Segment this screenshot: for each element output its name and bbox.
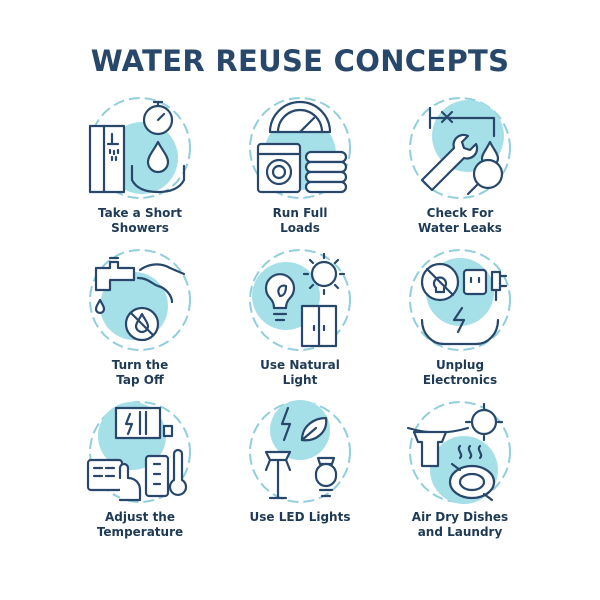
led-lights-icon	[249, 400, 351, 503]
thermostat-icon	[86, 401, 191, 503]
concept-card-natural-light: Use Natural Light	[220, 244, 380, 396]
concepts-grid: Take a Short Showers Run Full Loads	[60, 92, 540, 562]
concept-label: Adjust the Temperature	[96, 510, 184, 539]
concept-card-led-lights: Use LED Lights	[220, 396, 380, 548]
concept-card-short-showers: Take a Short Showers	[60, 92, 220, 244]
concept-label: Check For Water Leaks	[418, 206, 502, 235]
tap-off-icon	[89, 249, 191, 351]
concept-card-unplug: Unplug Electronics	[380, 244, 540, 396]
washing-machine-icon	[249, 97, 351, 199]
concept-label: Take a Short Showers	[97, 206, 183, 235]
concept-label: Air Dry Dishes and Laundry	[411, 510, 509, 539]
concept-card-water-leaks: Check For Water Leaks	[380, 92, 540, 244]
unplug-icon	[409, 249, 511, 351]
concept-card-air-dry: Air Dry Dishes and Laundry	[380, 396, 540, 548]
concept-card-temperature: Adjust the Temperature	[60, 396, 220, 548]
concept-label: Unplug Electronics	[422, 358, 498, 387]
shower-timer-icon	[88, 97, 191, 199]
air-dry-icon	[406, 401, 511, 504]
concept-label: Run Full Loads	[272, 206, 328, 235]
concept-label: Use Natural Light	[260, 358, 340, 387]
concept-card-full-loads: Run Full Loads	[220, 92, 380, 244]
concept-card-tap-off: Turn the Tap Off	[60, 244, 220, 396]
sun-window-bulb-icon	[249, 249, 351, 351]
page-title: WATER REUSE CONCEPTS	[90, 44, 510, 78]
concept-label: Turn the Tap Off	[111, 358, 169, 387]
concept-label: Use LED Lights	[249, 510, 351, 524]
leak-wrench-icon	[409, 97, 511, 199]
